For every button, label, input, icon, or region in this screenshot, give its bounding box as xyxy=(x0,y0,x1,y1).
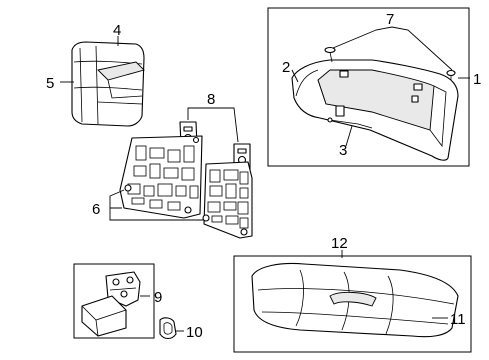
callout-9: 9 xyxy=(154,289,162,306)
back-panel-group-box xyxy=(267,7,470,167)
leader-7 xyxy=(332,26,453,71)
leader-8 xyxy=(187,107,239,143)
latch-group-box xyxy=(73,263,155,339)
latch-cover xyxy=(81,295,127,337)
callout-5: 5 xyxy=(46,75,54,92)
seat-cover-block xyxy=(71,41,145,127)
callout-10: 10 xyxy=(186,324,203,341)
callout-7: 7 xyxy=(386,11,394,28)
push-pin-left xyxy=(324,46,336,63)
push-pin-right xyxy=(446,69,456,80)
callout-4: 4 xyxy=(113,22,121,39)
cushion-group-box xyxy=(233,255,472,353)
leader-6 xyxy=(109,189,204,221)
callout-8: 8 xyxy=(207,91,215,108)
callout-6: 6 xyxy=(92,201,100,218)
seat-back-panel xyxy=(291,59,459,161)
grommet xyxy=(159,317,177,340)
seat-back-frame-right xyxy=(202,161,253,239)
callout-3: 3 xyxy=(339,142,347,159)
leader-2 xyxy=(291,69,299,83)
seat-back-frame-left xyxy=(119,135,203,219)
callout-11: 11 xyxy=(450,311,466,328)
callout-1: 1 xyxy=(473,71,481,88)
callout-2: 2 xyxy=(282,59,290,76)
leader-3 xyxy=(345,125,353,147)
callout-12: 12 xyxy=(331,235,348,252)
seat-cushion xyxy=(251,262,459,338)
